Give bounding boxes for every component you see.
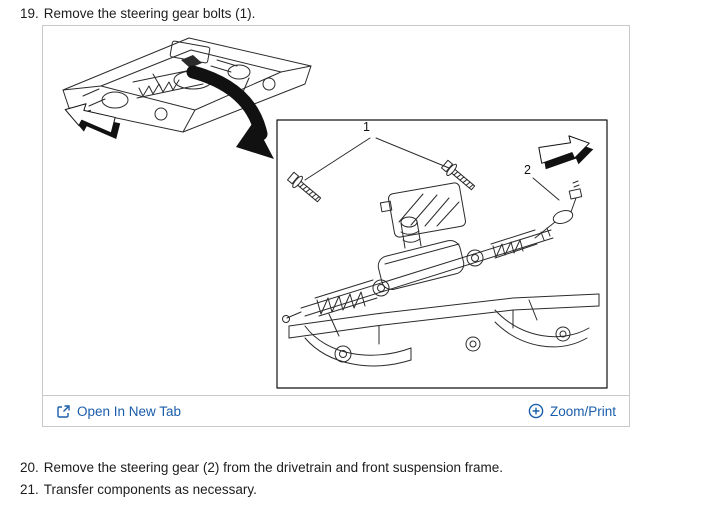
steering-diagram <box>62 37 608 389</box>
step-text: Remove the steering gear bolts (1). <box>43 6 256 21</box>
step-number: 20. <box>20 460 39 475</box>
right-direction-arrow <box>538 135 594 170</box>
callout-label-1: 1 <box>363 120 370 134</box>
instruction-step-20: 20. Remove the steering gear (2) from the… <box>20 460 503 476</box>
open-in-new-tab-label: Open In New Tab <box>77 403 182 419</box>
step-text: Transfer components as necessary. <box>43 482 257 497</box>
figure-panel: 1 2 Open In New Tab <box>42 25 630 427</box>
step-text: Remove the steering gear (2) from the dr… <box>43 460 504 475</box>
diagram-area: 1 2 <box>43 26 629 396</box>
callout-2-leader <box>532 177 560 201</box>
callout-label-2: 2 <box>524 163 531 177</box>
callout-1-leader <box>304 137 450 181</box>
open-in-new-tab-link[interactable]: Open In New Tab <box>56 404 181 419</box>
instruction-step-21: 21. Transfer components as necessary. <box>20 482 257 498</box>
zoom-plus-icon <box>528 403 544 419</box>
step-number: 21. <box>20 482 39 497</box>
step-number: 19. <box>20 6 39 21</box>
figure-toolbar: Open In New Tab Zoom/Print <box>43 395 629 426</box>
zoom-callout-arrow <box>186 65 274 159</box>
instruction-step-19: 19. Remove the steering gear bolts (1). <box>20 6 255 22</box>
overview-assembly-sketch <box>62 37 312 133</box>
zoom-print-link[interactable]: Zoom/Print <box>528 403 616 419</box>
left-direction-arrow <box>64 103 121 139</box>
open-in-new-tab-icon <box>56 404 71 419</box>
zoom-print-label: Zoom/Print <box>549 403 616 419</box>
bolt-1 <box>286 171 322 203</box>
steering-gear-detail-sketch <box>282 180 600 367</box>
